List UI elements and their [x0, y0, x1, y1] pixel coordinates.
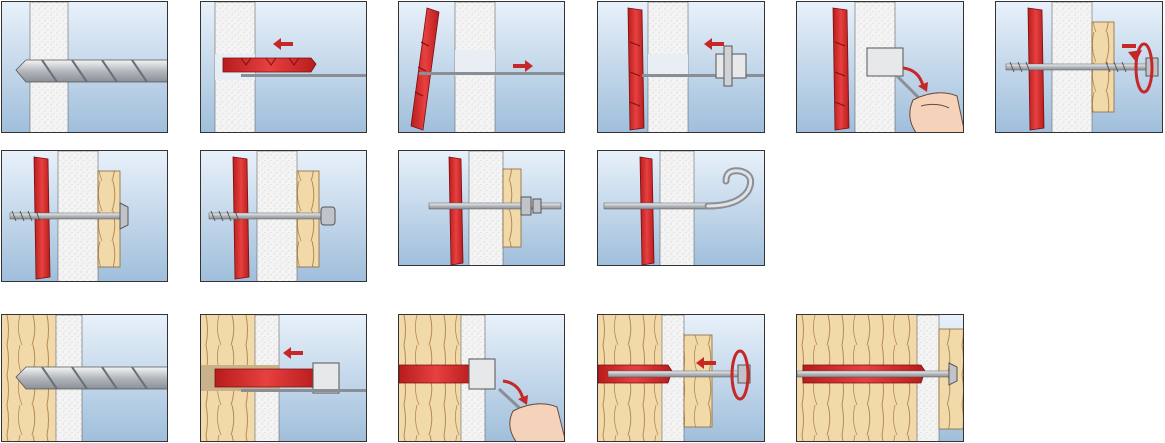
pull-arrow-icon [513, 60, 533, 72]
drill-bit-icon [15, 366, 167, 390]
solid-panel-drill [1, 314, 168, 442]
result-panel-hook [597, 150, 765, 266]
solid-panel-fixed [796, 314, 964, 442]
curved-arrow-icon [502, 379, 528, 405]
result-panel-fixed-screw-nut [200, 150, 367, 282]
curved-arrow-icon [902, 66, 928, 92]
screw-icon [9, 202, 129, 230]
result-panel-fixed-screw [1, 150, 168, 282]
threaded-rod-icon [428, 196, 562, 216]
anchor-icon [832, 7, 850, 131]
push-arrow-icon [283, 347, 303, 359]
hook-icon [603, 167, 755, 210]
anchor-icon [627, 7, 645, 131]
step-panel-drill [1, 1, 168, 133]
step-panel-anchor-tilts [398, 1, 565, 133]
bolt-icon [208, 206, 336, 226]
hand-icon [509, 403, 564, 441]
anchor-icon [399, 358, 496, 390]
screw-icon [797, 362, 958, 386]
result-panel-threaded-rod [398, 150, 565, 266]
solid-panel-insert-anchor [200, 314, 367, 442]
step-panel-push-collar [597, 1, 765, 133]
solid-panel-screw-in [597, 314, 765, 442]
step-panel-pull-tab [796, 1, 964, 133]
anchor-icon [214, 362, 366, 394]
collar-icon [715, 45, 747, 87]
anchor-icon [639, 156, 655, 265]
rotate-arrow-icon [696, 349, 750, 401]
solid-panel-pull-tab [398, 314, 565, 442]
anchor-icon [410, 7, 440, 131]
hand-icon [909, 92, 963, 132]
anchor-icon [448, 156, 464, 265]
push-arrow-icon [704, 38, 724, 50]
step-panel-insert-anchor [200, 1, 367, 133]
drill-bit-icon [15, 59, 167, 83]
anchor-icon [222, 57, 366, 77]
rotate-arrow-icon [1122, 42, 1154, 94]
step-panel-screw-in [995, 1, 1163, 133]
push-arrow-icon [273, 38, 293, 50]
